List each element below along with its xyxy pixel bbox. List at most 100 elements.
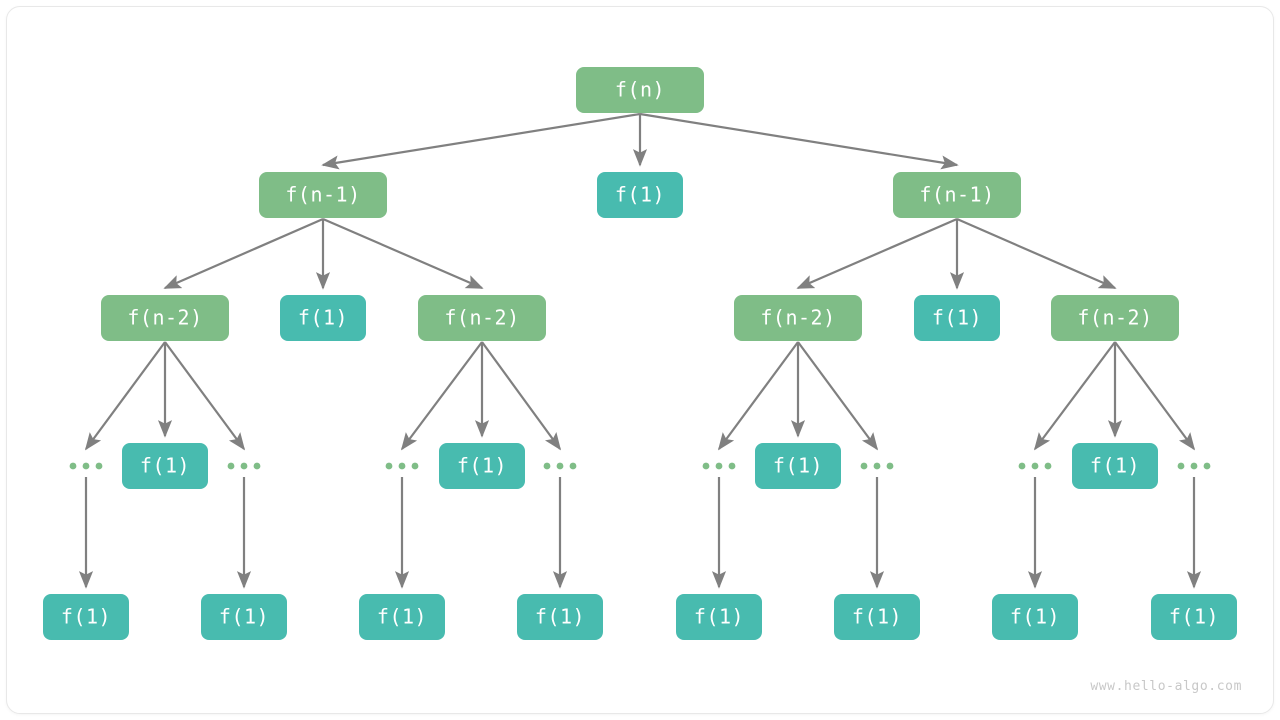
tree-node[interactable]: f(1) — [122, 443, 208, 489]
tree-node[interactable]: f(1) — [201, 594, 287, 640]
tree-edge — [164, 341, 246, 451]
tree-node[interactable]: f(n-2) — [418, 295, 546, 341]
ellipsis-dot — [715, 462, 723, 470]
node-body — [676, 594, 762, 640]
node-label: f(1) — [1010, 605, 1060, 629]
tree-edge — [797, 341, 879, 451]
ellipsis-dot — [543, 462, 551, 470]
node-label: f(1) — [773, 454, 823, 478]
ellipsis-dot — [556, 462, 564, 470]
ellipsis-dot — [873, 462, 881, 470]
node-body — [893, 172, 1021, 218]
ellipsis-node[interactable] — [69, 462, 103, 470]
ellipsis-dot — [728, 462, 736, 470]
ellipsis-node[interactable] — [543, 462, 577, 470]
node-body — [122, 443, 208, 489]
tree-edge — [717, 341, 799, 451]
node-label: f(1) — [535, 605, 585, 629]
node-body — [517, 594, 603, 640]
ellipsis-dot — [702, 462, 710, 470]
tree-node[interactable]: f(1) — [992, 594, 1078, 640]
node-body — [259, 172, 387, 218]
ellipsis-dot — [1190, 462, 1198, 470]
node-layer: f(n) f(n-1) f(1) f(n-1) f(n-2) f(1) f(n-2) f(n-… — [43, 67, 1237, 640]
ellipsis-dot — [1177, 462, 1185, 470]
tree-edge — [322, 217, 484, 290]
node-label: f(n-2) — [1077, 306, 1152, 330]
node-label: f(n-2) — [127, 306, 202, 330]
tree-node[interactable]: f(1) — [517, 594, 603, 640]
tree-edge — [796, 217, 958, 290]
tree-edge — [400, 341, 483, 451]
tree-node[interactable]: f(n-1) — [893, 172, 1021, 218]
ellipsis-dot — [69, 462, 77, 470]
ellipsis-node[interactable] — [702, 462, 736, 470]
node-label: f(n-2) — [444, 306, 519, 330]
tree-node[interactable]: f(n-2) — [1051, 295, 1179, 341]
tree-node[interactable]: f(1) — [439, 443, 525, 489]
tree-node[interactable]: f(1) — [914, 295, 1000, 341]
node-body — [992, 594, 1078, 640]
node-label: f(1) — [298, 306, 348, 330]
tree-node[interactable]: f(1) — [834, 594, 920, 640]
node-label: f(1) — [932, 306, 982, 330]
tree-edge — [956, 217, 1117, 290]
ellipsis-dot — [253, 462, 261, 470]
tree-edge — [481, 341, 562, 451]
node-body — [359, 594, 445, 640]
ellipsis-dot — [1203, 462, 1211, 470]
node-body — [201, 594, 287, 640]
node-label: f(1) — [852, 605, 902, 629]
tree-node[interactable]: f(1) — [1151, 594, 1237, 640]
tree-node[interactable]: f(n-2) — [101, 295, 229, 341]
node-body — [914, 295, 1000, 341]
node-label: f(1) — [219, 605, 269, 629]
node-label: f(1) — [457, 454, 507, 478]
ellipsis-dot — [1031, 462, 1039, 470]
node-label: f(1) — [1090, 454, 1140, 478]
ellipsis-dot — [227, 462, 235, 470]
node-body — [597, 172, 683, 218]
ellipsis-dot — [82, 462, 90, 470]
tree-node[interactable]: f(1) — [676, 594, 762, 640]
node-body — [1151, 594, 1237, 640]
tree-node[interactable]: f(n-1) — [259, 172, 387, 218]
ellipsis-node[interactable] — [860, 462, 894, 470]
watermark-label: www.hello-algo.com — [1090, 679, 1242, 694]
tree-node[interactable]: f(1) — [359, 594, 445, 640]
tree-node[interactable]: f(1) — [755, 443, 841, 489]
tree-node[interactable]: f(n-2) — [734, 295, 862, 341]
ellipsis-dot — [398, 462, 406, 470]
ellipsis-dot — [385, 462, 393, 470]
node-label: f(1) — [694, 605, 744, 629]
ellipsis-node[interactable] — [1018, 462, 1052, 470]
node-body — [755, 443, 841, 489]
tree-node[interactable]: f(1) — [43, 594, 129, 640]
ellipsis-dot — [95, 462, 103, 470]
ellipsis-node[interactable] — [385, 462, 419, 470]
tree-node[interactable]: f(1) — [597, 172, 683, 218]
node-body — [439, 443, 525, 489]
ellipsis-dot — [240, 462, 248, 470]
node-body — [1051, 295, 1179, 341]
tree-node[interactable]: f(1) — [280, 295, 366, 341]
ellipsis-dot — [860, 462, 868, 470]
tree-edge — [639, 112, 959, 170]
ellipsis-node[interactable] — [227, 462, 261, 470]
node-body — [1072, 443, 1158, 489]
node-body — [418, 295, 546, 341]
node-body — [734, 295, 862, 341]
tree-edge — [84, 341, 166, 451]
tree-node[interactable]: f(n) — [576, 67, 704, 113]
node-label: f(1) — [1169, 605, 1219, 629]
node-label: f(n-1) — [919, 183, 994, 207]
ellipsis-node[interactable] — [1177, 462, 1211, 470]
node-body — [280, 295, 366, 341]
ellipsis-dot — [411, 462, 419, 470]
node-body — [834, 594, 920, 640]
node-label: f(1) — [615, 183, 665, 207]
ellipsis-dot — [569, 462, 577, 470]
tree-node[interactable]: f(1) — [1072, 443, 1158, 489]
node-label: f(n-2) — [760, 306, 835, 330]
node-label: f(n-1) — [285, 183, 360, 207]
